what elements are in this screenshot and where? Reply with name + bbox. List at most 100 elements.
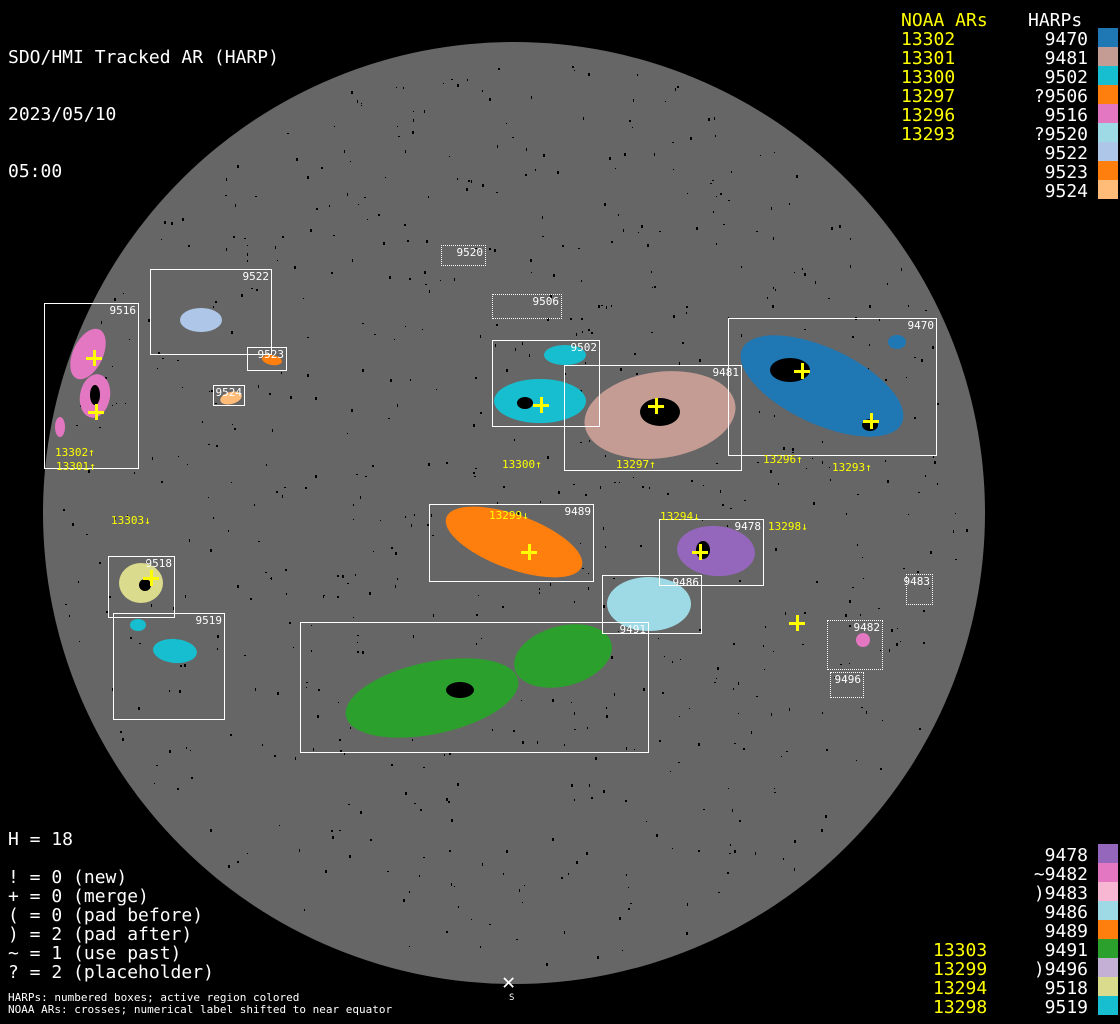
magnetic-pixel xyxy=(530,272,532,274)
magnetic-pixel xyxy=(848,600,851,604)
magnetic-pixel xyxy=(620,367,623,371)
magnetic-pixel xyxy=(502,873,504,876)
magnetic-pixel xyxy=(652,286,654,288)
magnetic-pixel xyxy=(215,444,218,447)
magnetic-pixel xyxy=(567,872,569,875)
noaa-ar-label: 13296 xyxy=(901,105,956,126)
magnetic-pixel xyxy=(732,808,734,812)
magnetic-pixel xyxy=(397,126,399,128)
magnetic-pixel xyxy=(502,486,505,489)
magnetic-pixel xyxy=(671,848,673,850)
magnetic-pixel xyxy=(588,783,590,787)
magnetic-pixel xyxy=(448,753,451,756)
sunspot xyxy=(640,398,680,426)
magnetic-pixel xyxy=(756,695,759,697)
harp-box-label: 9491 xyxy=(619,623,647,636)
magnetic-pixel xyxy=(523,885,525,887)
magnetic-pixel xyxy=(890,628,893,632)
magnetic-pixel xyxy=(244,654,246,656)
magnetic-pixel xyxy=(119,731,122,734)
magnetic-pixel xyxy=(299,848,301,852)
title: SDO/HMI Tracked AR (HARP) xyxy=(8,47,279,68)
magnetic-pixel xyxy=(404,150,406,154)
magnetic-pixel xyxy=(230,733,233,736)
magnetic-pixel xyxy=(353,518,355,520)
magnetic-pixel xyxy=(722,224,725,226)
magnetic-pixel xyxy=(396,577,398,580)
magnetic-pixel xyxy=(833,676,835,678)
date: 2023/05/10 xyxy=(8,104,117,125)
magnetic-pixel xyxy=(848,625,851,628)
magnetic-pixel xyxy=(851,587,854,589)
magnetic-pixel xyxy=(590,797,593,800)
magnetic-pixel xyxy=(588,572,590,574)
magnetic-pixel xyxy=(564,930,566,934)
magnetic-pixel xyxy=(539,500,541,503)
magnetic-pixel xyxy=(305,681,308,683)
magnetic-pixel xyxy=(391,763,394,766)
magnetic-pixel xyxy=(793,867,795,871)
magnetic-pixel xyxy=(176,360,179,362)
magnetic-pixel xyxy=(393,338,395,340)
harp-box: 9502 xyxy=(492,340,600,427)
magnetic-pixel xyxy=(805,468,807,470)
magnetic-pixel xyxy=(552,274,555,278)
magnetic-pixel xyxy=(860,706,863,708)
magnetic-pixel xyxy=(558,491,561,495)
magnetic-pixel xyxy=(130,637,133,640)
harp-box-label: 9524 xyxy=(215,386,243,399)
magnetic-pixel xyxy=(628,908,631,911)
magnetic-pixel xyxy=(801,643,804,645)
magnetic-pixel xyxy=(522,902,524,904)
magnetic-pixel xyxy=(618,213,620,216)
magnetic-pixel xyxy=(582,116,584,120)
harp-color-swatch xyxy=(1098,882,1118,901)
magnetic-pixel xyxy=(629,120,632,123)
magnetic-pixel xyxy=(314,475,317,479)
harp-color-swatch xyxy=(1098,104,1118,123)
magnetic-pixel xyxy=(304,908,306,911)
noaa-cross-icon xyxy=(692,544,708,560)
magnetic-pixel xyxy=(850,238,852,241)
magnetic-pixel xyxy=(435,388,437,390)
magnetic-pixel xyxy=(582,568,585,570)
active-region xyxy=(856,633,870,647)
magnetic-pixel xyxy=(906,377,908,379)
magnetic-pixel xyxy=(69,615,71,618)
magnetic-pixel xyxy=(672,315,675,319)
harp-color-swatch xyxy=(1098,996,1118,1015)
harp-label: 9502 xyxy=(1044,67,1088,88)
magnetic-pixel xyxy=(733,687,735,690)
magnetic-pixel xyxy=(405,791,408,795)
magnetic-pixel xyxy=(822,461,824,465)
magnetic-pixel xyxy=(454,886,456,888)
magnetic-pixel xyxy=(702,809,705,811)
header: SDO/HMI Tracked AR (HARP) 2023/05/10 05:… xyxy=(8,10,279,200)
noaa-ar-label: 13300 xyxy=(901,67,956,88)
magnetic-pixel xyxy=(521,341,523,345)
noaa-cross-icon xyxy=(863,413,879,429)
magnetic-pixel xyxy=(740,266,742,269)
magnetic-pixel xyxy=(571,784,574,788)
magnetic-pixel xyxy=(310,649,312,652)
harp-box: 9482 xyxy=(827,620,883,670)
magnetic-pixel xyxy=(347,433,349,435)
magnetic-pixel xyxy=(339,830,342,832)
magnetic-pixel xyxy=(634,352,637,355)
magnetic-pixel xyxy=(364,196,367,198)
magnetic-pixel xyxy=(379,520,381,522)
magnetic-pixel xyxy=(178,456,180,458)
magnetic-pixel xyxy=(428,462,431,466)
noaa-disk-label: 13297↑ xyxy=(616,458,656,471)
magnetic-pixel xyxy=(773,650,775,652)
magnetic-pixel xyxy=(738,579,741,582)
magnetic-pixel xyxy=(72,523,75,527)
magnetic-pixel xyxy=(651,271,653,274)
noaa-disk-label: 13300↑ xyxy=(502,458,542,471)
active-region xyxy=(544,345,586,365)
magnetic-pixel xyxy=(773,286,774,289)
stat-line: ! = 0 (new) xyxy=(8,867,128,888)
harp-box-label: 9470 xyxy=(907,319,935,332)
magnetic-pixel xyxy=(581,280,583,283)
magnetic-pixel xyxy=(587,73,590,77)
